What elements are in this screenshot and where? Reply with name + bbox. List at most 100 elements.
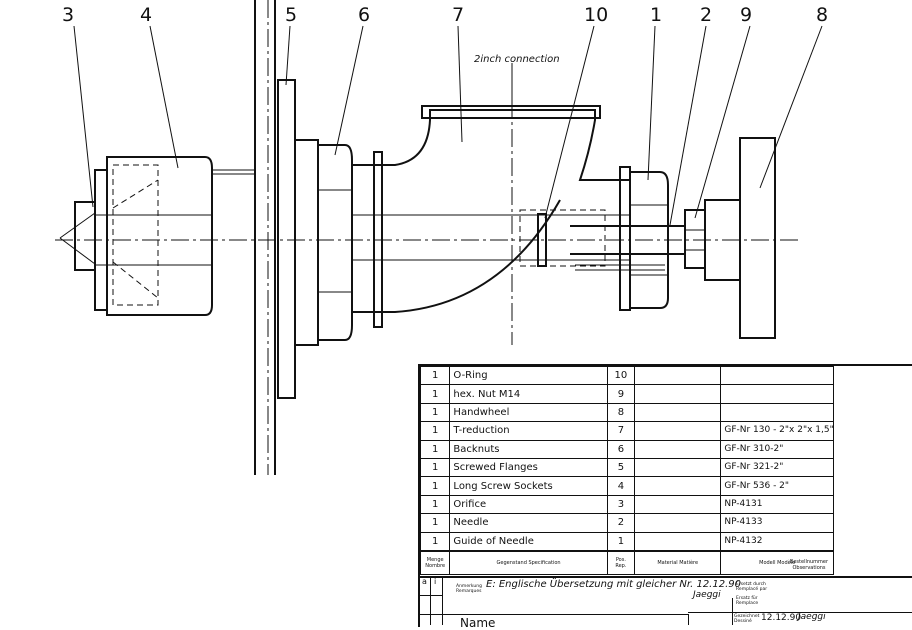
table-row: 1 Handwheel 8 [419,402,834,423]
callout-2: 2 [700,4,712,26]
note-label: Anmerkung Remarques [456,584,482,594]
description-cell: Orifice [449,494,608,515]
qty-cell: 1 [419,365,451,386]
callout-9: 9 [740,4,752,26]
header-pos: Pos. Rep. [606,549,636,575]
description-cell: Backnuts [449,439,608,459]
title-block-divider [418,576,431,625]
standard-cell: GF-Nr 130 - 2"x 2"x 1,5" [720,421,834,441]
standard-cell: GF-Nr 321-2" [720,457,834,478]
pos-cell: 8 [606,402,636,423]
material-cell [634,402,722,423]
material-cell [634,494,722,515]
description-cell: Guide of Needle [449,531,608,552]
callout-1: 1 [650,4,662,26]
hex-nut-part-9 [684,209,706,269]
connection-note: 2inch connection [474,54,560,65]
pos-cell: 7 [606,421,636,441]
replaced-by-label: Ersetzt durch Remplacé par [736,582,768,592]
material-cell [634,531,722,552]
description-cell: Handwheel [449,402,608,423]
needle-part-2 [570,225,685,255]
callout-5: 5 [285,4,297,26]
pos-cell: 2 [606,513,636,533]
qty-cell: 1 [419,531,451,552]
standard-cell: GF-Nr 536 - 2" [720,476,834,496]
long-screw-socket-part-4 [94,156,255,316]
table-header-row: Menge Nombre Gegenstand Specification Po… [419,549,834,575]
callout-4: 4 [140,4,152,26]
header-qty: Menge Nombre [419,549,451,575]
table-row: 1 hex. Nut M14 9 [419,384,834,404]
pos-cell: 3 [606,494,636,515]
index-b: i [434,577,437,586]
pos-cell: 5 [606,457,636,478]
handwheel-part-8 [704,137,776,339]
standard-cell: GF-Nr 310-2" [720,439,834,459]
material-cell [634,476,722,496]
qty-cell: 1 [419,421,451,441]
pos-cell: 10 [606,365,636,386]
pos-cell: 9 [606,384,636,404]
table-row: 1 Guide of Needle 1 NP-4132 [419,531,834,552]
title-block-divider [418,598,733,625]
title-block-rule [418,614,688,615]
screwed-flange-part-5 [277,79,319,399]
standard-cell: NP-4131 [720,494,834,515]
guide-of-needle-part-1 [619,166,669,311]
parts-table: 1 O-Ring 10 1 hex. Nut M14 9 1 Handwheel… [419,365,834,575]
standard-cell: NP-4132 [720,531,834,552]
header-description: Gegenstand Specification [449,549,608,575]
table-row: 1 O-Ring 10 [419,365,834,386]
qty-cell: 1 [419,513,451,533]
qty-cell: 1 [419,476,451,496]
orifice-part-3 [59,201,96,271]
leader-lines [73,25,823,226]
backnut-part-6 [317,144,353,341]
index-a: a [422,577,427,586]
qty-cell: 1 [419,494,451,515]
title-block: a i Anmerkung Remarques E: Englische Übe… [418,576,912,630]
callout-3: 3 [62,4,74,26]
pos-cell: 4 [606,476,636,496]
material-cell [634,384,722,404]
title-block-divider [418,576,443,625]
wall [254,0,276,475]
revision-note: E: Englische Übersetzung mit gleicher Nr… [486,579,741,590]
standard-cell: NP-4133 [720,513,834,533]
table-row: 1 Screwed Flanges 5 GF-Nr 321-2" [419,457,834,478]
description-cell: T-reduction [449,421,608,441]
drawing-date: 12.12.90 [761,613,802,623]
standard-cell [720,365,834,386]
t-reduction-part-7 [352,105,665,313]
title-block-rule [688,612,912,613]
description-cell: Screwed Flanges [449,457,608,478]
material-cell [634,365,722,386]
callout-6: 6 [358,4,370,26]
pos-cell: 1 [606,531,636,552]
title-block-divider [418,614,689,625]
description-cell: O-Ring [449,365,608,386]
parts-table-body: 1 O-Ring 10 1 hex. Nut M14 9 1 Handwheel… [419,365,834,575]
material-cell [634,421,722,441]
header-extra: Bestellnummer Observations [789,559,829,571]
qty-cell: 1 [419,439,451,459]
table-row: 1 Orifice 3 NP-4131 [419,494,834,515]
description-cell: hex. Nut M14 [449,384,608,404]
signature: Jaeggi [693,590,721,600]
callout-10: 10 [584,4,608,26]
signature-2: Jaeggi [798,612,826,622]
material-cell [634,513,722,533]
table-row: 1 Backnuts 6 GF-Nr 310-2" [419,439,834,459]
parts-list: 1 O-Ring 10 1 hex. Nut M14 9 1 Handwheel… [418,364,912,627]
title-block-top-rule [418,576,912,578]
standard-cell [720,384,834,404]
material-cell [634,457,722,478]
callout-7: 7 [452,4,464,26]
replaces-label: Ersatz für Remplace [736,596,759,606]
table-row: 1 Needle 2 NP-4133 [419,513,834,533]
qty-cell: 1 [419,402,451,423]
description-cell: Needle [449,513,608,533]
title-block-rule [418,595,442,596]
